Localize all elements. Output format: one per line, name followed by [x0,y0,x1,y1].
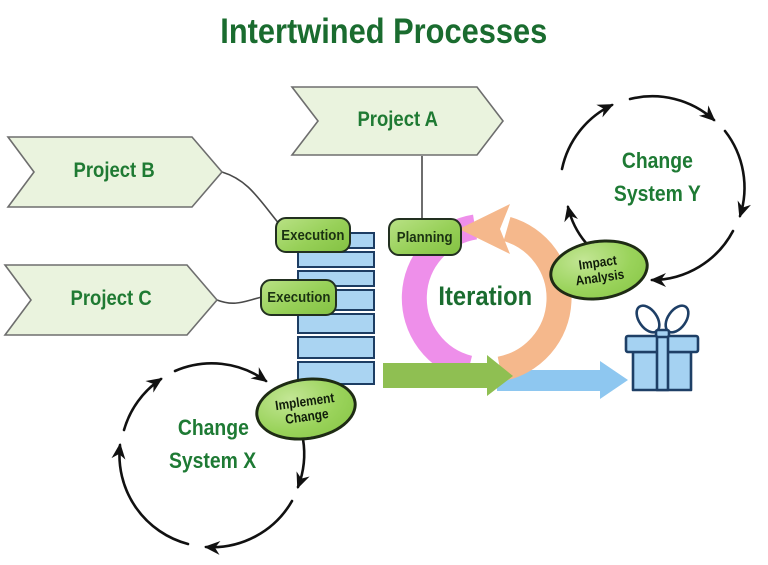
banner-project-a [290,86,505,156]
cycle-system-y-label: Change System Y [613,148,701,206]
iteration-label: Iteration [438,281,532,311]
iteration-ring-orange [497,216,572,382]
green-input-arrow [383,355,513,396]
banner-project-a-label: Project A [357,108,439,131]
gift-icon [624,304,700,392]
label-execution-top: Execution [275,217,351,253]
stack-row [297,336,375,359]
page-title: Intertwined Processes [220,12,548,51]
cycle-system-x [111,362,310,555]
iteration-arrowhead [459,204,510,254]
label-execution-bottom: Execution [260,279,337,316]
banner-project-c-label: Project C [70,287,152,310]
banner-project-b [6,136,224,208]
label-planning: Planning [388,218,462,256]
banner-project-c [3,264,219,336]
stack-row [297,251,375,268]
connector-project-b-execution [221,171,281,226]
cycle-system-y [560,94,751,287]
connector-impact-to-cycle [564,205,588,245]
banner-project-b-label: Project B [73,159,155,182]
stack-row [297,313,375,334]
connector-project-c-execution [216,296,263,304]
cycle-system-x-label: Change System X [169,415,257,473]
